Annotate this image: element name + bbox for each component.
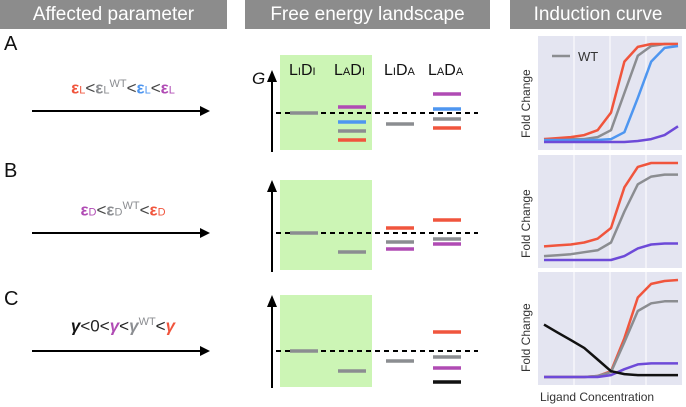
state-label-2: LADI: [334, 62, 365, 79]
landscape-green-bands: [280, 55, 372, 387]
row-label-b: B: [4, 160, 18, 182]
arrow-row-b: [32, 232, 202, 234]
green-band-b: [280, 180, 372, 270]
inequality-gamma: γ<0<γ<γWT<γ: [70, 316, 176, 336]
axis-arrow-a: [267, 70, 277, 82]
arrow-row-a: [32, 110, 202, 112]
state-label-4: LADA: [428, 62, 464, 79]
header-induction-curve: Induction curve: [510, 0, 686, 29]
axis-arrow-c: [267, 295, 277, 307]
row-label-c: C: [4, 288, 19, 310]
inequality-epsilon-d: εD<εDWT<εD: [80, 200, 166, 220]
row-label-a: A: [4, 33, 18, 55]
green-band-a: [280, 55, 372, 150]
arrowhead-row-c: [200, 346, 210, 356]
axis-arrow-b: [267, 180, 277, 192]
header-affected-parameter: Affected parameter: [0, 0, 227, 29]
green-band-c: [280, 295, 372, 387]
header-free-energy-landscape: Free energy landscape: [245, 0, 490, 29]
inequality-epsilon-l: εL<εLWT<εL<εL: [71, 78, 175, 98]
state-label-1: LIDI: [289, 62, 316, 79]
state-label-3: LIDA: [384, 62, 416, 79]
arrow-row-c: [32, 350, 202, 352]
arrowhead-row-b: [200, 228, 210, 238]
arrowhead-row-a: [200, 106, 210, 116]
g-axis-label: G: [252, 69, 265, 88]
